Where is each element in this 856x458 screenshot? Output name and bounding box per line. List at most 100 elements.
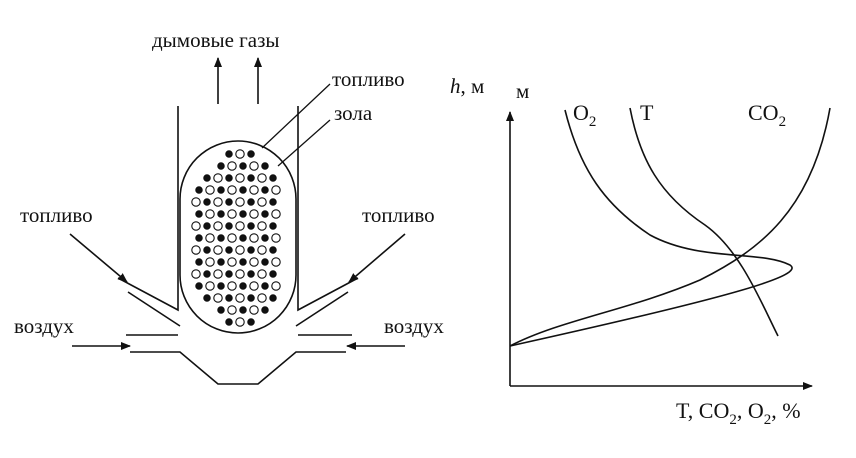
fuel-particle bbox=[191, 221, 201, 231]
air-label-left: воздух bbox=[14, 314, 74, 338]
fuel-particle bbox=[227, 257, 237, 267]
fuel-label-top: топливо bbox=[332, 67, 405, 91]
fluidized-bed bbox=[179, 140, 297, 334]
ash-particle bbox=[247, 150, 255, 158]
fuel-label-left: топливо bbox=[20, 203, 93, 227]
fuel-particle bbox=[213, 221, 223, 231]
fuel-particle bbox=[249, 161, 259, 171]
fuel-particle bbox=[213, 245, 223, 255]
ash-particle bbox=[261, 186, 269, 194]
ash-particle bbox=[247, 318, 255, 326]
ash-particle bbox=[239, 186, 247, 194]
ash-particle bbox=[261, 258, 269, 266]
t-curve-label: T bbox=[640, 100, 654, 125]
fuel-particle bbox=[235, 269, 245, 279]
ash-particle bbox=[269, 270, 277, 278]
ash-particle bbox=[225, 270, 233, 278]
ash-particle bbox=[225, 222, 233, 230]
fuel-arrow-right bbox=[348, 233, 406, 283]
ash-particle bbox=[225, 150, 233, 158]
t-curve bbox=[629, 107, 779, 337]
ash-particle bbox=[217, 162, 225, 170]
ash-particle bbox=[203, 174, 211, 182]
o2-label-sub: 2 bbox=[589, 114, 597, 130]
ash-particle bbox=[261, 234, 269, 242]
bed-particles bbox=[191, 149, 281, 327]
o2-curve bbox=[509, 109, 793, 347]
ash-particle bbox=[195, 282, 203, 290]
fuel-particle bbox=[205, 257, 215, 267]
fuel-particle bbox=[249, 305, 259, 315]
ash-particle bbox=[225, 198, 233, 206]
fuel-duct-right-inner bbox=[295, 291, 349, 327]
air-duct-left bbox=[126, 334, 352, 385]
fuel-duct-left-inner bbox=[127, 291, 181, 327]
x-label-sub2: 2 bbox=[764, 412, 772, 428]
x-axis-label: T, CO2, O2, % bbox=[676, 398, 801, 428]
fuel-particle bbox=[227, 233, 237, 243]
fuel-particle bbox=[227, 185, 237, 195]
ash-particle bbox=[203, 222, 211, 230]
ash-particle bbox=[225, 294, 233, 302]
fuel-particle bbox=[257, 173, 267, 183]
x-label-sub1: 2 bbox=[729, 412, 737, 428]
ash-particle bbox=[195, 186, 203, 194]
ash-particle bbox=[195, 234, 203, 242]
fuel-particle bbox=[227, 209, 237, 219]
fuel-particle bbox=[257, 293, 267, 303]
ash-particle bbox=[203, 270, 211, 278]
ash-particle bbox=[195, 210, 203, 218]
co2-curve bbox=[509, 107, 831, 347]
ash-particle bbox=[217, 210, 225, 218]
ash-particle bbox=[239, 258, 247, 266]
fuel-particle bbox=[249, 209, 259, 219]
y-axis-label: h, м bbox=[450, 74, 484, 98]
y-axis-symbol: h bbox=[450, 74, 461, 98]
ash-particle bbox=[239, 306, 247, 314]
co2-curve-label: CO2 bbox=[748, 100, 786, 130]
furnace-wall-right bbox=[297, 106, 359, 312]
fuel-particle bbox=[257, 245, 267, 255]
air-label-right: воздух bbox=[384, 314, 444, 338]
fuel-particle bbox=[227, 305, 237, 315]
fuel-particle bbox=[235, 293, 245, 303]
ash-particle bbox=[261, 306, 269, 314]
ash-particle bbox=[247, 174, 255, 182]
fuel-particle bbox=[249, 185, 259, 195]
co2-label-main: CO bbox=[748, 100, 779, 125]
fuel-particle bbox=[235, 317, 245, 327]
ash-particle bbox=[195, 258, 203, 266]
ash-particle bbox=[247, 198, 255, 206]
ash-particle bbox=[239, 162, 247, 170]
ash-particle bbox=[247, 222, 255, 230]
co2-label-sub: 2 bbox=[779, 114, 787, 130]
fuel-particle bbox=[213, 173, 223, 183]
y-axis-unit: , м bbox=[461, 74, 485, 98]
fuel-particle bbox=[213, 197, 223, 207]
ash-particle bbox=[203, 246, 211, 254]
fuel-particle bbox=[205, 209, 215, 219]
fuel-particle bbox=[205, 185, 215, 195]
fuel-particle bbox=[271, 257, 281, 267]
ash-particle bbox=[217, 282, 225, 290]
ash-particle bbox=[269, 294, 277, 302]
fuel-particle bbox=[257, 197, 267, 207]
ash-particle bbox=[239, 210, 247, 218]
flue-gases-label: дымовые газы bbox=[152, 28, 280, 52]
ash-particle bbox=[269, 198, 277, 206]
ash-particle bbox=[269, 222, 277, 230]
fuel-particle bbox=[191, 245, 201, 255]
ash-particle bbox=[203, 198, 211, 206]
ash-particle bbox=[269, 246, 277, 254]
fuel-particle bbox=[205, 233, 215, 243]
o2-label-main: O bbox=[573, 100, 589, 125]
ash-particle bbox=[225, 246, 233, 254]
fuel-particle bbox=[249, 281, 259, 291]
fuel-particle bbox=[271, 281, 281, 291]
fuel-arrow-left bbox=[69, 233, 128, 283]
fuel-particle bbox=[205, 281, 215, 291]
fuel-particle bbox=[213, 293, 223, 303]
fuel-particle bbox=[249, 233, 259, 243]
fuel-particle bbox=[257, 221, 267, 231]
ash-particle bbox=[261, 210, 269, 218]
